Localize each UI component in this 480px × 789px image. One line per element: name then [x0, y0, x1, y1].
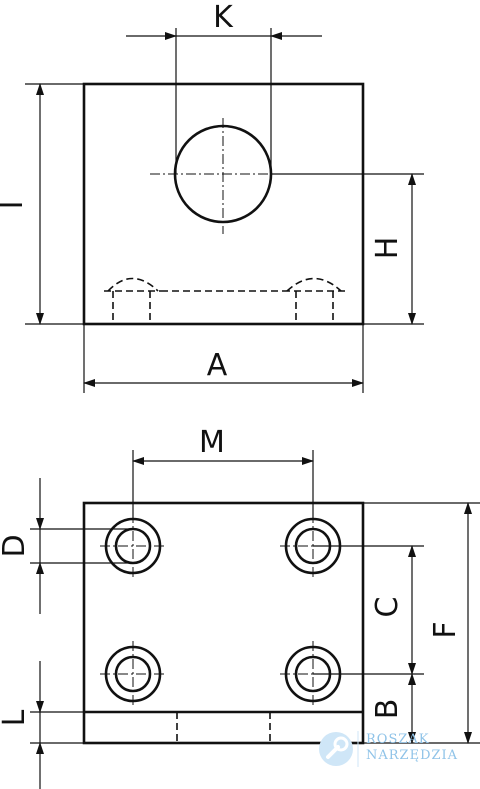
dim-I: I: [0, 83, 84, 325]
bottom-view-body: [82, 501, 365, 745]
watermark: ROSZAK NARZĘDZIA: [316, 727, 466, 771]
label-B: B: [370, 699, 405, 720]
top-bolt-right: [283, 277, 345, 324]
dim-A: A: [83, 324, 364, 393]
label-K: K: [213, 0, 234, 35]
watermark-line2: NARZĘDZIA: [366, 748, 459, 763]
label-L: L: [0, 709, 32, 726]
top-bolt-left: [104, 277, 161, 324]
label-I: I: [0, 201, 30, 210]
top-view-body: [82, 82, 365, 326]
bolt-hole-top-left: [100, 513, 166, 579]
dim-M: M: [132, 425, 314, 519]
label-A: A: [207, 348, 228, 383]
dim-F: F: [363, 502, 480, 744]
dim-H: H: [272, 173, 424, 325]
bolt-hole-bottom-left: [100, 641, 166, 707]
bottom-view: M D L C: [0, 425, 480, 789]
top-view: K I H A: [0, 0, 424, 393]
label-H: H: [370, 237, 405, 260]
wrench-logo-icon: [319, 731, 359, 767]
dim-K: K: [126, 0, 322, 174]
label-F: F: [428, 621, 463, 638]
dim-L: L: [0, 661, 84, 789]
watermark-line1: ROSZAK: [366, 732, 430, 747]
dim-B: B: [363, 673, 424, 744]
label-M: M: [199, 425, 225, 460]
dim-C: C: [313, 545, 424, 675]
label-C: C: [370, 597, 405, 618]
label-D: D: [0, 534, 32, 557]
dim-D: D: [0, 478, 133, 614]
